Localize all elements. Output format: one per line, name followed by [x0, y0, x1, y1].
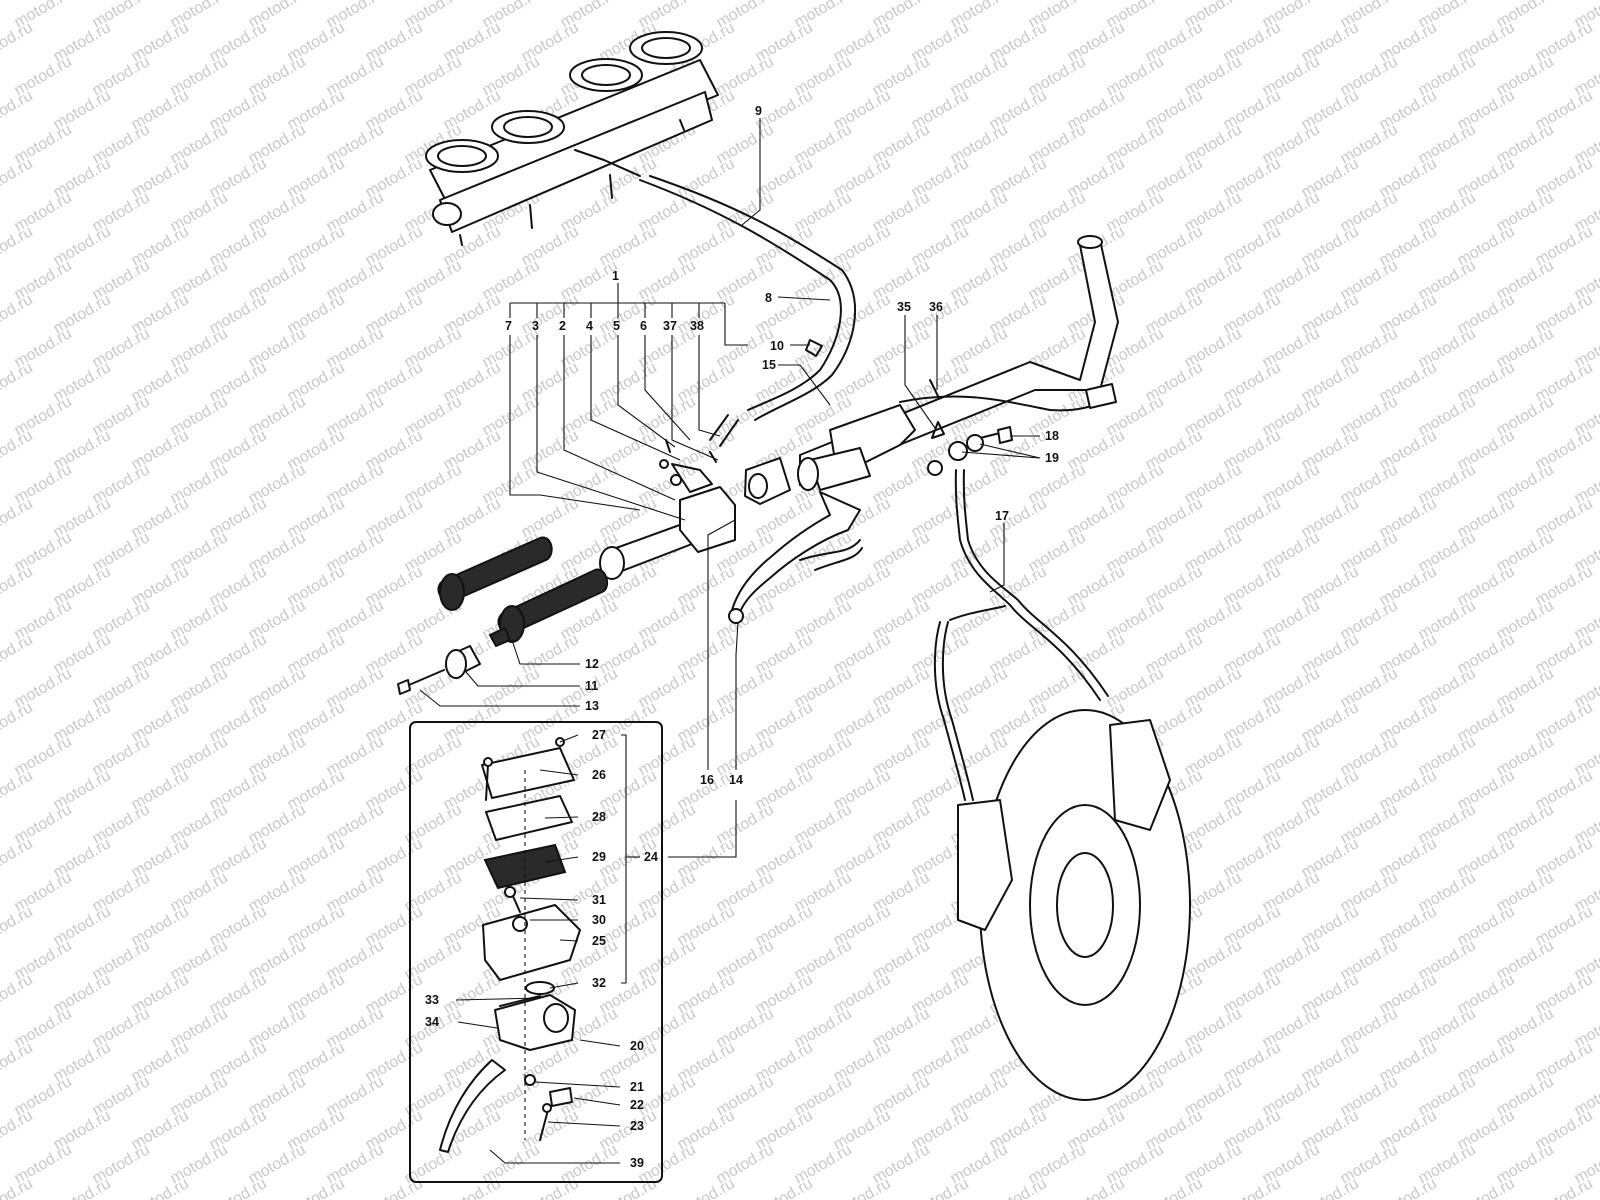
- watermark-text: motod.ru: [831, 1175, 894, 1200]
- watermark-text: motod.ru: [909, 1175, 972, 1200]
- callout-22: 22: [630, 1098, 644, 1112]
- watermark-text: motod.ru: [1533, 1175, 1596, 1200]
- callout-6: 6: [640, 319, 647, 333]
- handlebar-and-brake-master: [728, 235, 1119, 624]
- watermark-text: motod.ru: [0, 699, 36, 745]
- callout-34: 34: [425, 1015, 439, 1029]
- callout-29: 29: [592, 850, 606, 864]
- watermark-text: motod.ru: [675, 1175, 738, 1200]
- callout-38: 38: [690, 319, 704, 333]
- watermark-text: motod.ru: [753, 1175, 816, 1200]
- watermark-text: motod.ru: [207, 1175, 270, 1200]
- callout-30: 30: [592, 913, 606, 927]
- callout-24: 24: [644, 850, 658, 864]
- watermark-text: motod.ru: [1143, 1175, 1206, 1200]
- callout-12: 12: [585, 657, 599, 671]
- callout-28: 28: [592, 810, 606, 824]
- watermark-text: motod.ru: [519, 1175, 582, 1200]
- callout-13: 13: [585, 699, 599, 713]
- watermark-text: motod.ru: [441, 1175, 504, 1200]
- callout-18: 18: [1045, 429, 1059, 443]
- watermark-text: motod.ru: [1221, 1175, 1284, 1200]
- callout-32: 32: [592, 976, 606, 990]
- callout-5: 5: [613, 319, 620, 333]
- watermark-text: motod.ru: [0, 87, 36, 133]
- watermark-text: motod.ru: [0, 903, 36, 949]
- watermark-text: motod.ru: [1299, 1175, 1362, 1200]
- callout-11: 11: [585, 679, 598, 693]
- callout-23: 23: [630, 1119, 644, 1133]
- callout-19: 19: [1045, 451, 1059, 465]
- callout-1: 1: [612, 269, 619, 283]
- watermark-text: motod.ru: [0, 359, 36, 405]
- callout-21: 21: [630, 1080, 644, 1094]
- callout-25: 25: [592, 934, 606, 948]
- callout-14: 14: [729, 773, 743, 787]
- watermark-text: motod.ru: [0, 631, 36, 677]
- callout-17: 17: [995, 509, 1009, 523]
- watermark-text: motod.ru: [987, 1175, 1050, 1200]
- watermark-text: motod.ru: [0, 427, 36, 473]
- callout-39: 39: [630, 1156, 644, 1170]
- callout-2: 2: [559, 319, 566, 333]
- callout-35: 35: [897, 300, 911, 314]
- callout-20: 20: [630, 1039, 644, 1053]
- watermark-text: motod.ru: [0, 563, 36, 609]
- watermark-text: motod.ru: [0, 495, 36, 541]
- watermark-text: motod.ru: [0, 971, 36, 1017]
- callout-9: 9: [755, 104, 762, 118]
- watermark-text: motod.ru: [0, 291, 36, 337]
- callout-8: 8: [765, 291, 772, 305]
- watermark-text: motod.ru: [1377, 1175, 1440, 1200]
- watermark-text: motod.ru: [0, 835, 36, 881]
- watermark-text: motod.ru: [0, 1107, 36, 1153]
- watermark-text: motod.ru: [0, 223, 36, 269]
- watermark-text: motod.ru: [51, 1175, 114, 1200]
- callout-37: 37: [663, 319, 677, 333]
- callout-7: 7: [505, 319, 512, 333]
- watermark-text: motod.ru: [363, 1175, 426, 1200]
- callout-27: 27: [592, 728, 606, 742]
- callout-36: 36: [929, 300, 943, 314]
- watermark-text: motod.ru: [0, 767, 36, 813]
- watermark-text: motod.ru: [0, 1039, 36, 1085]
- callout-31: 31: [592, 893, 606, 907]
- callout-10: 10: [770, 339, 784, 353]
- callout-3: 3: [532, 319, 539, 333]
- callout-33: 33: [425, 993, 439, 1007]
- watermark-text: motod.ru: [597, 1175, 660, 1200]
- callout-4: 4: [586, 319, 593, 333]
- callout-16: 16: [700, 773, 714, 787]
- callout-26: 26: [592, 768, 606, 782]
- watermark-text: motod.ru: [1065, 1175, 1128, 1200]
- watermark-text: motod.ru: [1455, 1175, 1518, 1200]
- watermark-text: motod.ru: [0, 19, 36, 65]
- callout-15: 15: [762, 358, 776, 372]
- watermark-text: motod.ru: [285, 1175, 348, 1200]
- watermark-text: motod.ru: [129, 1175, 192, 1200]
- watermark-text: motod.ru: [0, 155, 36, 201]
